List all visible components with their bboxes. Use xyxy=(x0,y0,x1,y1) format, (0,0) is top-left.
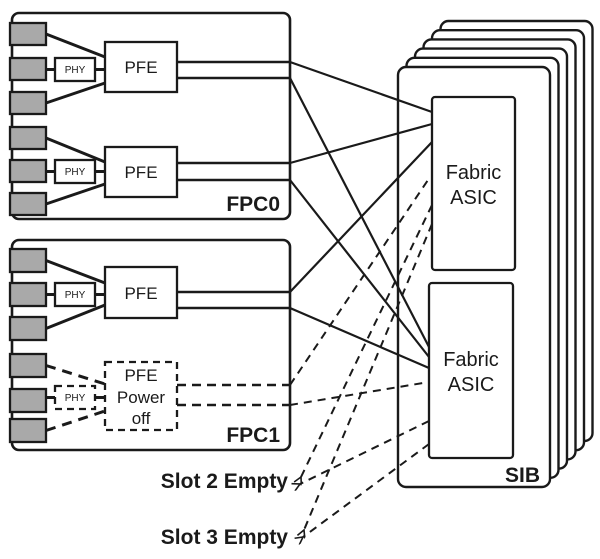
fpc0-port-5 xyxy=(8,158,48,184)
fpc1-wire-port1-pfe xyxy=(45,259,106,285)
fpc1-pfe-off-line1: PFE xyxy=(124,366,157,385)
fpc0-port-4 xyxy=(8,125,48,151)
fabric-asic-bottom-line1: Fabric xyxy=(443,349,499,371)
fpc1-port-4 xyxy=(8,352,48,379)
fpc0-wire-port3-pfe xyxy=(45,81,106,105)
link-fpc1-pfe-asic-bottom xyxy=(289,306,430,370)
fpc0-phy-bottom-box xyxy=(53,158,97,185)
fpc0-phy-top-label: PHY xyxy=(65,65,86,76)
fpc0-pfe-top-label: PFE xyxy=(124,58,157,77)
fabric-asic-bottom-line2: ASIC xyxy=(448,374,495,396)
fpc0-wire-port1-pfe xyxy=(45,32,106,59)
fpc0-pfe-bottom-label: PFE xyxy=(124,163,157,182)
fpc0-port-1 xyxy=(8,21,48,47)
fpc1-pfe-off-line3: off xyxy=(132,409,151,428)
slot2-empty-label: Slot 2 Empty xyxy=(161,470,289,493)
fpc1-pfe-top-box xyxy=(103,265,179,320)
fabric-links xyxy=(289,60,433,537)
sib-front-content: Fabric ASIC Fabric ASIC SIB xyxy=(427,95,540,487)
link-asic-bottom-slot3 xyxy=(303,443,430,537)
fpc0-wire-port6-pfe xyxy=(45,182,106,206)
link-fpc0-pfe1-asic-bottom xyxy=(289,77,430,348)
fpc1-pfe-off-line2: Power xyxy=(117,388,166,407)
fpc0-group: PHY PHY PFE PFE FPC0 xyxy=(8,11,292,221)
link-fpc0-pfe1-asic-top xyxy=(289,60,433,114)
link-asic-bottom-slot2 xyxy=(300,420,430,484)
fpc1-phy-off-label: PHY xyxy=(65,393,86,404)
fpc1-group: PHY PHY PFE PFE Power off FPC1 xyxy=(8,238,292,452)
fpc0-phy-top-box xyxy=(53,56,97,83)
fpc1-wire-port3-pfe xyxy=(45,303,106,330)
fpc0-wire-port4-pfe xyxy=(45,136,106,164)
fpc0-pfe-top-box xyxy=(103,40,179,94)
link-pfeoff-asic-bottom xyxy=(289,381,430,406)
link-fpc0-pfe2-asic-top xyxy=(289,122,433,165)
fabric-asic-top-box xyxy=(430,95,517,272)
fabric-asic-top-line1: Fabric xyxy=(446,162,502,184)
fpc0-phy-bottom-label: PHY xyxy=(65,167,86,178)
fpc1-phy-top-box xyxy=(53,281,97,308)
fpc1-phy-off-box xyxy=(53,384,97,411)
fpc1-port-1 xyxy=(8,247,48,274)
fpc1-port-2 xyxy=(8,281,48,308)
fpc0-pfe-bottom-box xyxy=(103,145,179,199)
fpc1-label: FPC1 xyxy=(226,424,280,447)
fpc0-port-2 xyxy=(8,56,48,82)
fpc0-port-6 xyxy=(8,191,48,217)
fpc1-port-3 xyxy=(8,315,48,342)
link-fpc0-pfe2-asic-bottom xyxy=(289,179,430,358)
fpc1-wire-port4-pfeoff xyxy=(45,364,106,386)
fpc0-port-3 xyxy=(8,90,48,116)
fpc1-port-6 xyxy=(8,417,48,444)
fabric-asic-top-line2: ASIC xyxy=(450,187,497,209)
sib-label: SIB xyxy=(505,464,540,487)
fpc1-pfe-off-box xyxy=(103,360,179,432)
fpc1-phy-top-label: PHY xyxy=(65,290,86,301)
fpc1-wire-port6-pfeoff xyxy=(45,409,106,432)
fabric-asic-bottom-box xyxy=(427,281,515,460)
fpc0-label: FPC0 xyxy=(226,193,280,216)
slot3-empty-label: Slot 3 Empty xyxy=(161,526,289,549)
fpc1-pfe-top-label: PFE xyxy=(124,284,157,303)
fpc1-port-5 xyxy=(8,387,48,414)
